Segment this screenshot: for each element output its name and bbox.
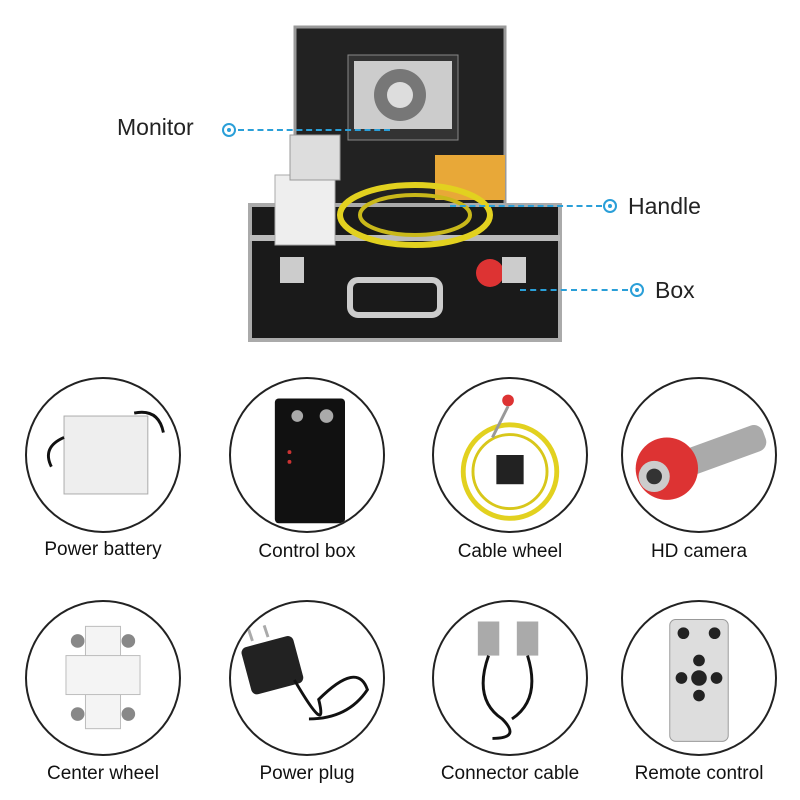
box-callout-dot — [630, 283, 644, 297]
handle-callout-line — [450, 205, 602, 207]
power-plug-circle — [229, 600, 385, 756]
power-battery-circle — [25, 377, 181, 533]
monitor-callout-line — [238, 129, 390, 131]
handle-callout-dot — [603, 199, 617, 213]
control-box-icon — [274, 398, 345, 524]
connector-cable-label: Connector cable — [440, 763, 580, 784]
control-box-circle — [229, 377, 385, 533]
remote-control-icon — [669, 619, 729, 742]
monitor-callout-dot — [222, 123, 236, 137]
battery-icon — [47, 410, 165, 495]
cable-wheel-label: Cable wheel — [457, 541, 563, 562]
connector-cable-circle — [432, 600, 588, 756]
hd-camera-label: HD camera — [650, 541, 748, 562]
connector-cable-icon — [477, 621, 539, 740]
control-box-label: Control box — [258, 541, 356, 562]
box-callout-line — [520, 289, 628, 291]
camera-icon — [635, 425, 767, 500]
center-wheel-label: Center wheel — [47, 763, 159, 784]
handle-callout-label: Handle — [628, 193, 701, 219]
box-callout-label: Box — [655, 277, 695, 303]
hd-camera-circle — [621, 377, 777, 533]
remote-control-circle — [621, 600, 777, 756]
center-wheel-circle — [25, 600, 181, 756]
center-wheel-icon — [65, 625, 141, 730]
cable-wheel-icon — [460, 394, 560, 521]
cable-wheel-circle — [432, 377, 588, 533]
power-battery-label: Power battery — [44, 539, 162, 560]
remote-control-label: Remote control — [634, 763, 764, 784]
monitor-callout-label: Monitor — [117, 114, 194, 140]
inspection-camera-case-image — [248, 25, 562, 342]
power-plug-label: Power plug — [259, 763, 355, 784]
power-plug-icon — [241, 624, 370, 721]
